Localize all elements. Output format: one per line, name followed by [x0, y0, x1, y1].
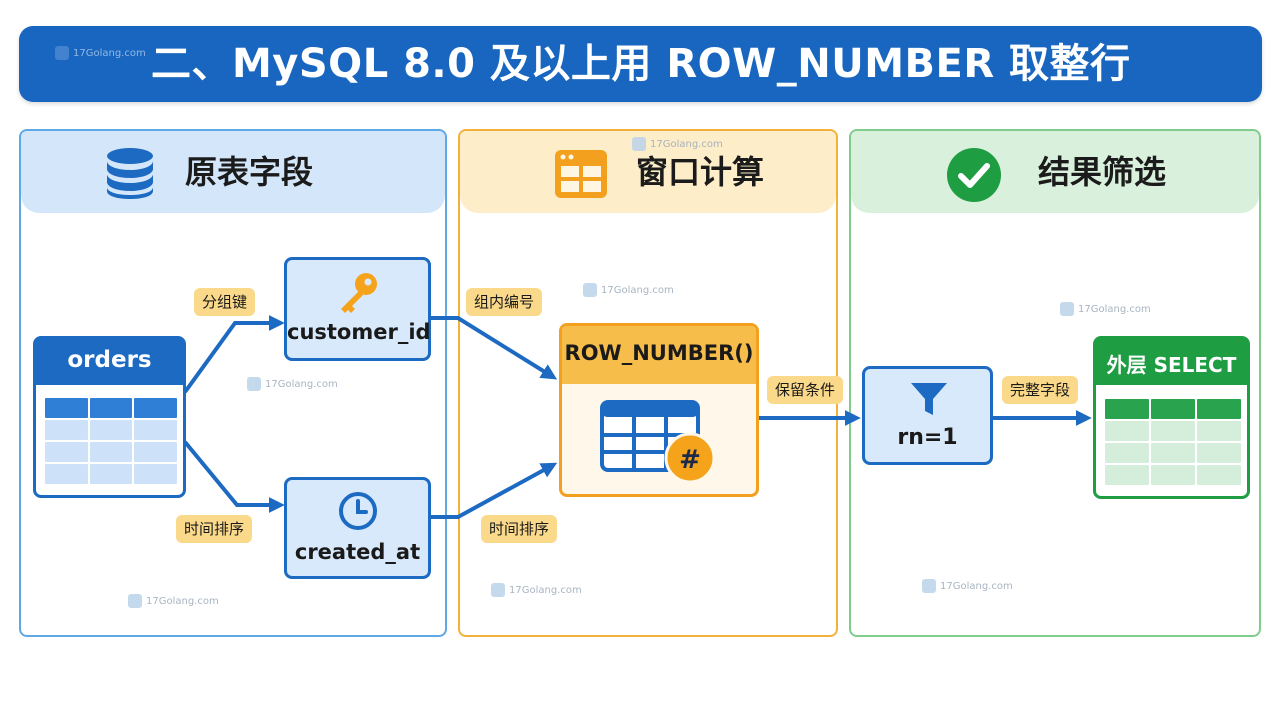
row-number-label: ROW_NUMBER() [564, 341, 754, 365]
watermark-logo-icon [247, 377, 261, 391]
watermark: 17Golang.com [491, 583, 582, 597]
watermark-text: 17Golang.com [601, 284, 674, 296]
watermark: 17Golang.com [583, 283, 674, 297]
rn-label: rn=1 [897, 425, 958, 450]
watermark-text: 17Golang.com [146, 595, 219, 607]
panel-header: 结果筛选 [851, 131, 1259, 213]
page-title: 二、MySQL 8.0 及以上用 ROW_NUMBER 取整行 [151, 41, 1131, 87]
tag-group-number: 组内编号 [466, 288, 543, 316]
panel-source-fields: 原表字段 [19, 129, 447, 637]
panel-title: 窗口计算 [636, 153, 765, 191]
outer-select-label: 外层 SELECT [1106, 353, 1237, 377]
outer-select-header [1096, 339, 1247, 385]
watermark: 17Golang.com [632, 137, 723, 151]
panel-title: 结果筛选 [1038, 153, 1167, 191]
tag-partition-key: 分组键 [194, 288, 256, 316]
watermark: 17Golang.com [55, 46, 146, 60]
watermark: 17Golang.com [1060, 302, 1151, 316]
panel-header: 原表字段 [21, 131, 445, 213]
tag-keep-condition: 保留条件 [767, 376, 844, 404]
created-at-label: created_at [294, 540, 421, 564]
watermark-logo-icon [922, 579, 936, 593]
check-circle-icon [947, 148, 1001, 202]
watermark-text: 17Golang.com [650, 138, 723, 150]
row-number-node: ROW_NUMBER() # [559, 323, 759, 497]
watermark: 17Golang.com [128, 594, 219, 608]
tag-time-order: 时间排序 [176, 515, 253, 543]
outer-select-table: 外层 SELECT [1093, 336, 1250, 499]
orders-header [36, 339, 183, 385]
svg-text:#: # [679, 445, 701, 475]
orders-table: orders [33, 336, 186, 498]
watermark-logo-icon [128, 594, 142, 608]
watermark-logo-icon [1060, 302, 1074, 316]
window-grid-icon [555, 150, 607, 198]
row-number-header [562, 326, 756, 384]
orders-label: orders [67, 347, 152, 373]
panel-header: 窗口计算 [460, 131, 836, 213]
key-icon [341, 273, 377, 313]
watermark-text: 17Golang.com [509, 584, 582, 596]
watermark-logo-icon [632, 137, 646, 151]
filter-funnel-icon [911, 383, 947, 415]
outer-select-grid [1105, 399, 1241, 485]
numbered-table-icon: # [600, 400, 716, 484]
watermark: 17Golang.com [247, 377, 338, 391]
database-icon [107, 148, 153, 199]
customer-id-node: customer_id [284, 257, 431, 361]
tag-full-fields: 完整字段 [1002, 376, 1079, 404]
title-banner: 17Golang.com 二、MySQL 8.0 及以上用 ROW_NUMBER… [19, 26, 1262, 102]
watermark-text: 17Golang.com [265, 378, 338, 390]
rn-filter-node: rn=1 [862, 366, 993, 465]
watermark-logo-icon [583, 283, 597, 297]
watermark-logo-icon [491, 583, 505, 597]
watermark-text: 17Golang.com [940, 580, 1013, 592]
orders-grid [45, 398, 177, 484]
panel-title: 原表字段 [185, 153, 314, 191]
clock-icon [339, 492, 377, 530]
tag-time-order: 时间排序 [481, 515, 558, 543]
created-at-node: created_at [284, 477, 431, 579]
watermark: 17Golang.com [922, 579, 1013, 593]
watermark-text: 17Golang.com [73, 47, 146, 59]
customer-id-label: customer_id [287, 320, 431, 344]
watermark-text: 17Golang.com [1078, 303, 1151, 315]
watermark-logo-icon [55, 46, 69, 60]
